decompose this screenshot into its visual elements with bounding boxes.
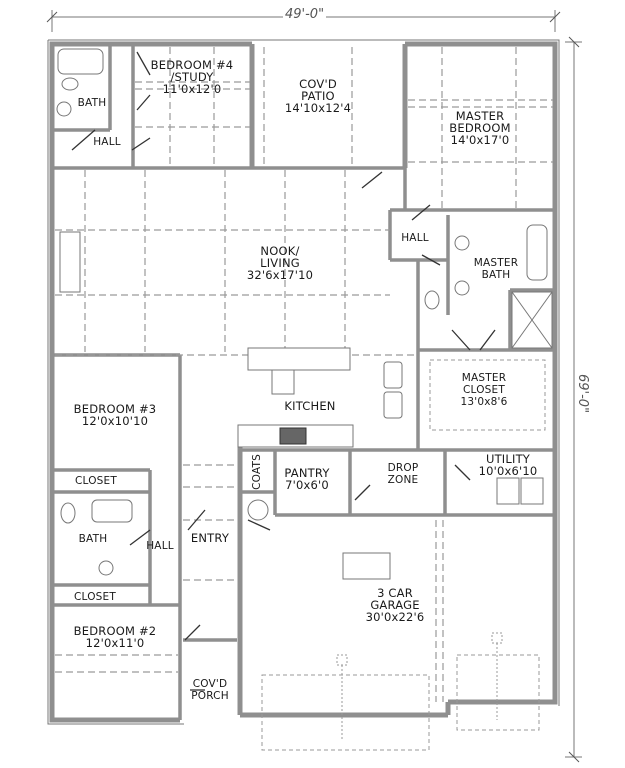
depth-dimension-line [565,36,582,763]
room-size: 14'10x12'4 [284,101,352,115]
room-label-patio: COV'D PATIO 14'10x12'4 [285,78,351,114]
room-name: UTILITY [485,452,531,466]
room-name: LIVING [260,256,300,270]
exterior-walls [47,39,560,725]
room-size: 14'0x17'0 [450,133,510,147]
room-label-hall-upper: HALL [93,136,121,148]
room-label-pantry: PANTRY 7'0x6'0 [284,467,329,491]
room-name: PATIO [301,89,335,103]
fixtures [56,48,553,576]
room-label-hall-master: HALL [401,232,429,244]
room-name: /STUDY [170,70,214,84]
room-name: HALL [401,232,429,244]
room-name: BATH [481,269,511,281]
room-label-bedroom2: BEDROOM #2 12'0x11'0 [74,625,157,649]
room-name: BEDROOM #4 [150,58,234,72]
room-label-nook-living: NOOK/ LIVING 32'6x17'10 [247,245,313,281]
room-name: CLOSET [75,475,117,487]
room-label-bath-upper: BATH [78,97,107,109]
room-size: 12'0x11'0 [85,636,145,650]
room-name: BEDROOM #3 [73,402,157,416]
room-name: CLOSET [463,384,505,396]
room-name: BATH [78,533,108,545]
room-label-drop-zone: DROP ZONE [388,462,419,486]
room-name: NOOK/ [260,244,300,258]
room-size: 10'0x6'10 [478,464,538,478]
room-name: PANTRY [284,466,330,480]
garage-doors [261,552,540,751]
room-label-master-bedroom: MASTER BEDROOM 14'0x17'0 [449,110,510,146]
room-name: BATH [77,97,107,109]
room-label-bedroom4: BEDROOM #4 /STUDY 11'0x12'0 [151,59,234,95]
room-size: 7'0x6'0 [285,478,329,492]
room-name: 3 CAR [377,586,413,600]
room-label-closet2: CLOSET [74,591,116,603]
room-name: COV'D [192,678,228,690]
room-label-porch: COV'D PORCH [191,678,229,702]
room-label-master-bath: MASTER BATH [474,257,518,281]
room-name: MASTER [455,109,505,123]
room-size: 32'6x17'10 [246,268,314,282]
room-name: ENTRY [190,531,230,545]
room-label-bedroom3: BEDROOM #3 12'0x10'10 [74,403,157,427]
room-name: GARAGE [370,598,420,612]
room-size: 11'0x12'0 [162,82,222,96]
room-name: ZONE [387,474,419,486]
door-swings [71,51,496,691]
room-label-kitchen: KITCHEN [284,400,335,412]
room-name: PORCH [191,690,229,702]
interior-walls [52,44,555,720]
room-name: COV'D [299,77,337,91]
room-label-coats: COATS [251,454,263,490]
room-label-entry: ENTRY [191,532,229,544]
room-label-closet3: CLOSET [75,475,117,487]
room-name: DROP [387,462,419,474]
room-name: CLOSET [74,591,116,603]
room-name: HALL [93,136,121,148]
room-label-utility: UTILITY 10'0x6'10 [479,453,538,477]
room-size: 30'0x22'6 [365,610,425,624]
room-name: COATS [251,454,263,490]
overall-width-dimension: 49'-0" [283,7,327,22]
room-name: MASTER [461,372,507,384]
room-name: HALL [146,540,174,552]
room-size: 12'0x10'10 [81,414,149,428]
ceiling-lines [55,47,553,702]
room-size: 13'0x8'6 [460,396,508,408]
overall-depth-dimension: 69'-0" [575,372,590,416]
room-label-master-closet: MASTER CLOSET 13'0x8'6 [461,372,508,408]
room-name: BEDROOM [449,121,511,135]
room-label-hall-lower: HALL [146,540,174,552]
room-name: BEDROOM #2 [73,624,157,638]
room-name: KITCHEN [284,399,336,413]
room-label-bath-lower: BATH [79,533,108,545]
room-label-garage: 3 CAR GARAGE 30'0x22'6 [366,587,425,623]
room-name: MASTER [473,257,519,269]
